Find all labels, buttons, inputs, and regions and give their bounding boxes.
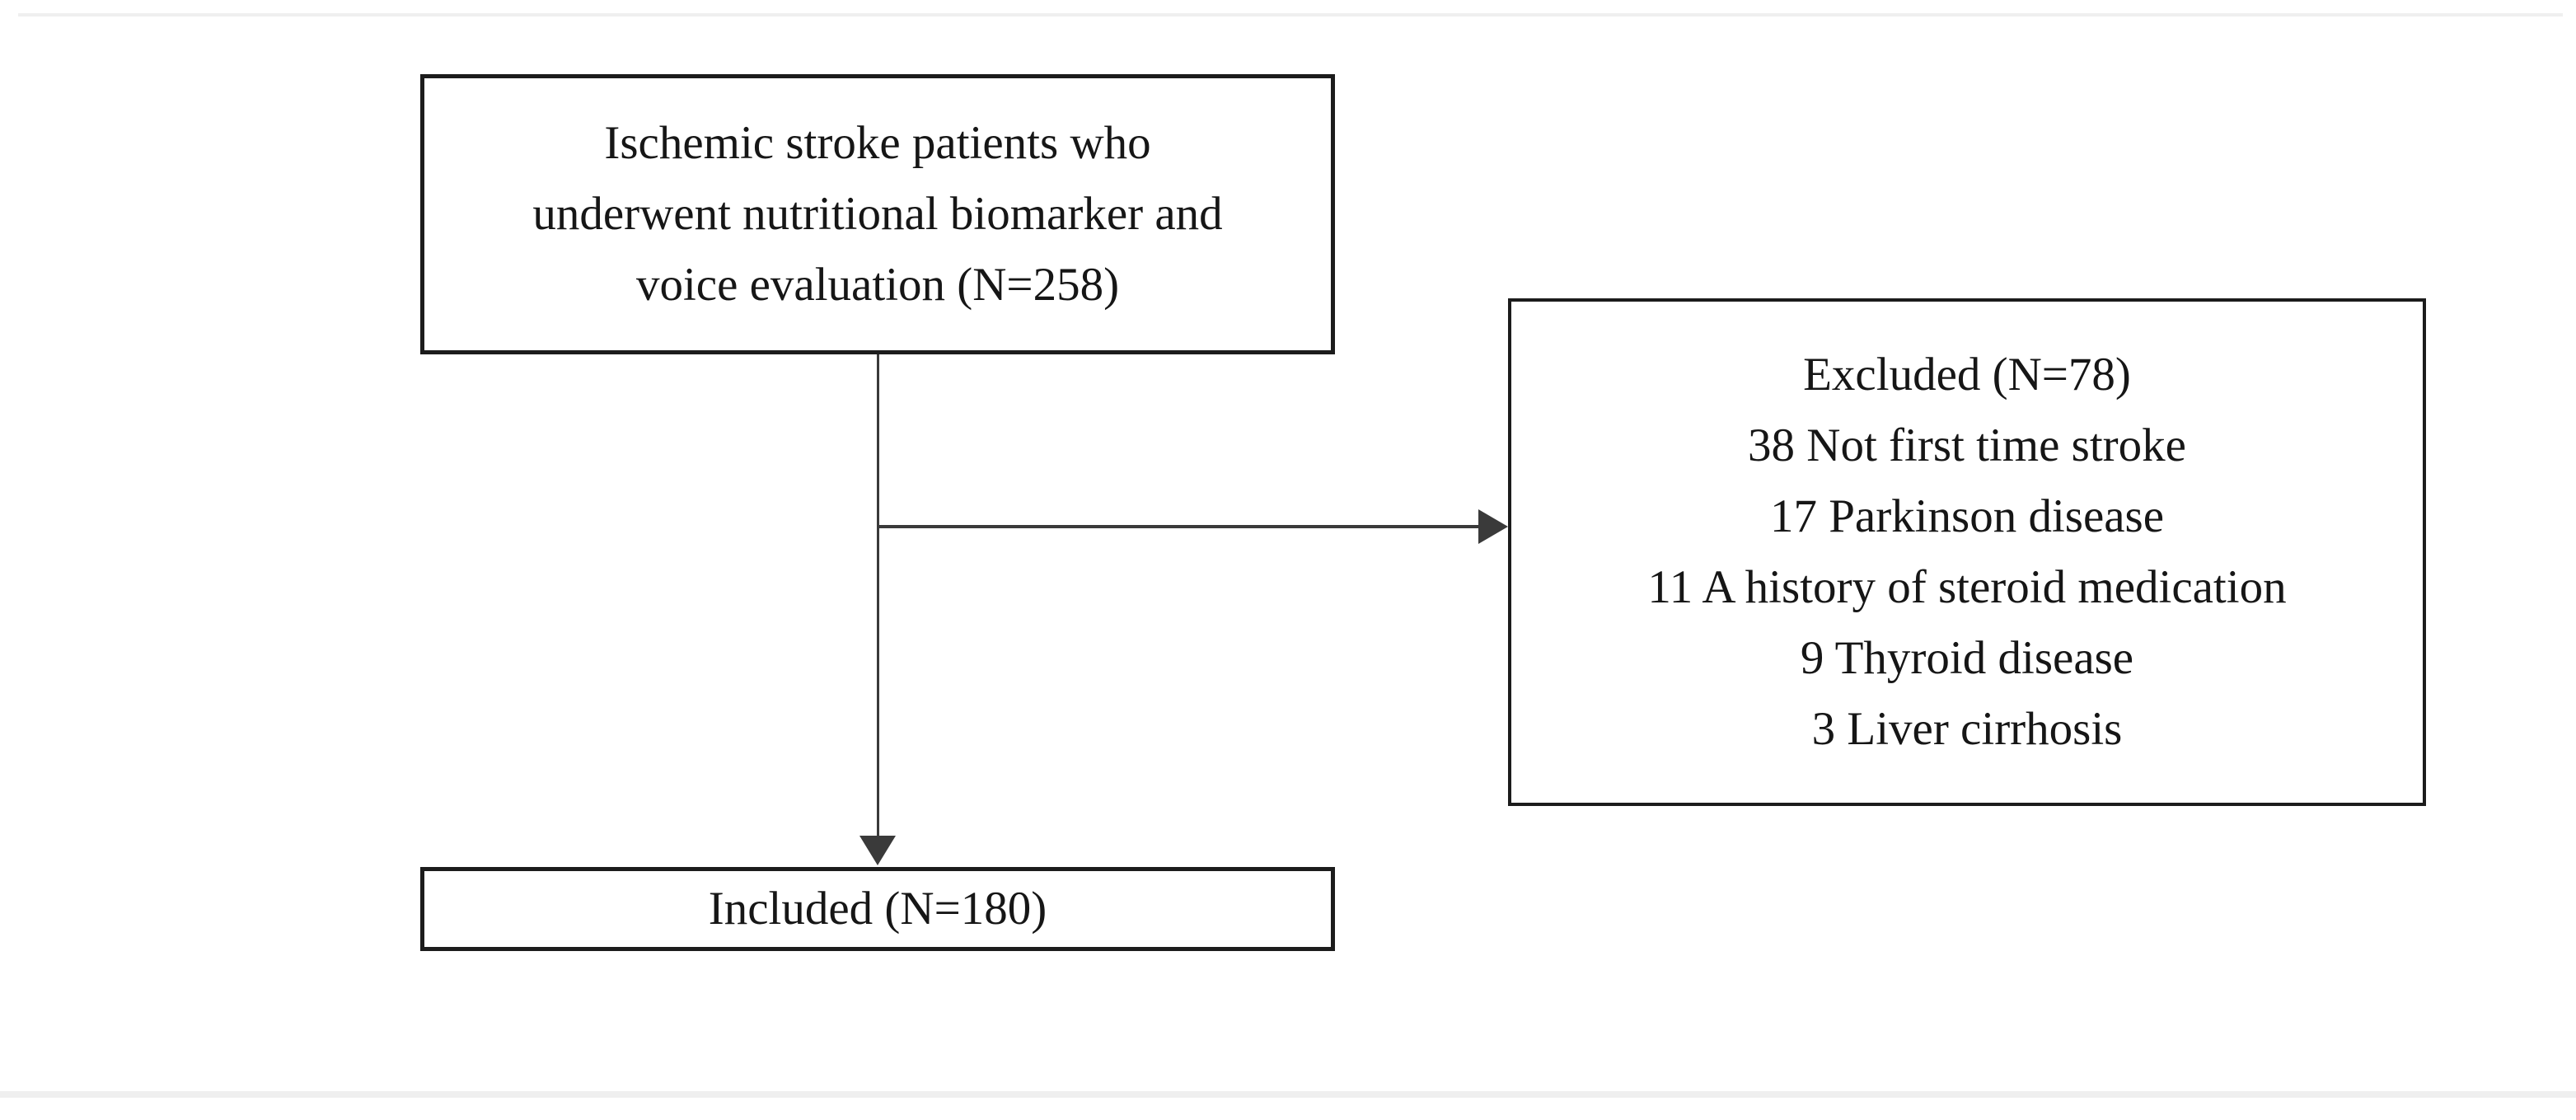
enrollment-box-line-3: voice evaluation (N=258) (635, 259, 1120, 311)
excluded-item-steroid-medication: 11 A history of steroid medication (1647, 561, 2287, 613)
connector-vertical-line (877, 354, 879, 842)
excluded-item-parkinson-disease: 17 Parkinson disease (1769, 490, 2165, 542)
page-edge-top-line (18, 13, 2563, 16)
enrollment-box: Ischemic stroke patients who underwent n… (420, 74, 1335, 354)
excluded-box: Excluded (N=78) 38 Not first time stroke… (1508, 298, 2426, 806)
page-edge-bottom-line (0, 1091, 2576, 1098)
connector-horizontal-line (877, 525, 1480, 528)
excluded-item-thyroid-disease: 9 Thyroid disease (1800, 632, 2134, 684)
enrollment-box-line-1: Ischemic stroke patients who (604, 117, 1151, 169)
enrollment-box-line-2: underwent nutritional biomarker and (532, 188, 1223, 240)
included-box-label: Included (N=180) (708, 883, 1047, 935)
excluded-item-not-first-time-stroke: 38 Not first time stroke (1748, 419, 2186, 471)
arrowhead-right-icon (1478, 509, 1508, 544)
excluded-box-title: Excluded (N=78) (1803, 349, 2131, 401)
arrowhead-down-icon (859, 836, 896, 865)
included-box: Included (N=180) (420, 867, 1335, 951)
excluded-item-liver-cirrhosis: 3 Liver cirrhosis (1811, 703, 2123, 755)
